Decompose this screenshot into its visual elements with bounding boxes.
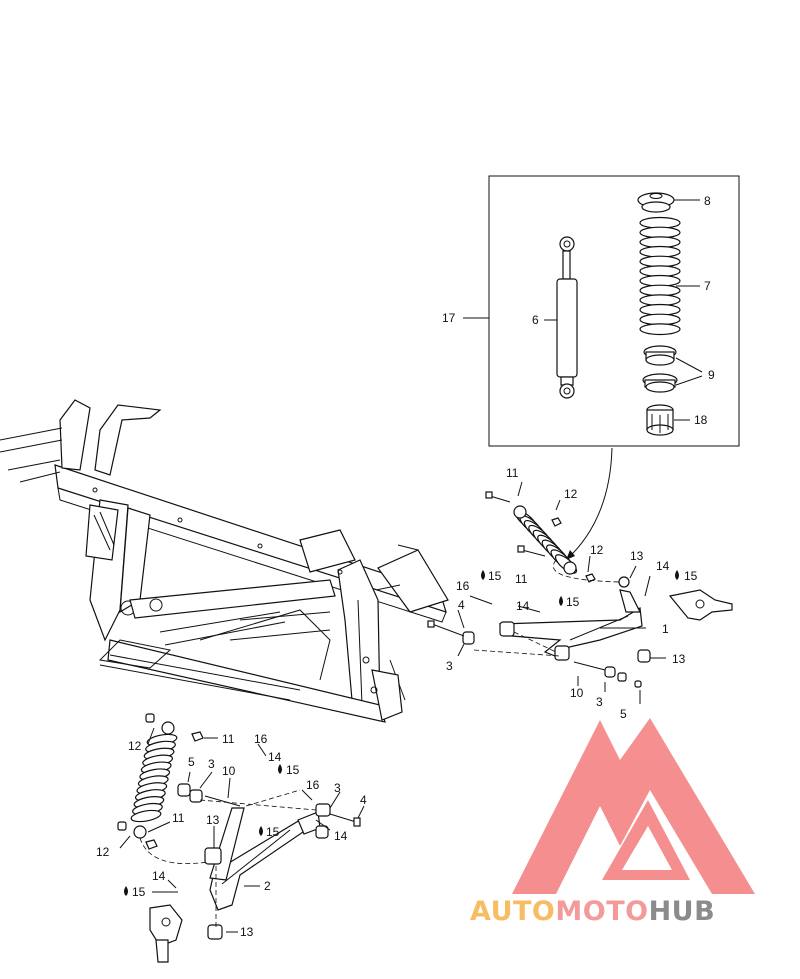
callout-13: 13 bbox=[672, 652, 686, 666]
callout-18: 18 bbox=[694, 413, 708, 427]
spring-coil bbox=[639, 226, 681, 239]
callout-12: 12 bbox=[590, 543, 604, 557]
spring-coil bbox=[639, 303, 681, 316]
vehicle-frame bbox=[0, 399, 449, 723]
callout-12: 12 bbox=[96, 845, 110, 859]
callout-15: 15 bbox=[566, 595, 580, 609]
callout-15: 15 bbox=[488, 569, 502, 583]
callout-14: 14 bbox=[334, 829, 348, 843]
callout-11: 11 bbox=[172, 811, 185, 825]
callout-13: 13 bbox=[630, 549, 644, 563]
shock-kit-box bbox=[463, 175, 740, 561]
spring-coil bbox=[639, 274, 681, 287]
spring-coil bbox=[130, 809, 162, 823]
callout-14: 14 bbox=[152, 869, 166, 883]
callout-14: 14 bbox=[656, 559, 670, 573]
callout-15: 15 bbox=[266, 825, 280, 839]
callout-3: 3 bbox=[446, 659, 453, 673]
callout-8: 8 bbox=[704, 194, 711, 208]
callout-12: 12 bbox=[564, 487, 578, 501]
droplet-icon bbox=[259, 826, 263, 836]
spring-coil bbox=[639, 284, 681, 297]
logo-text-auto: AUTO bbox=[470, 896, 555, 927]
shock-installed-left bbox=[130, 733, 178, 823]
callout-13: 13 bbox=[206, 813, 220, 827]
spring-coil bbox=[639, 236, 681, 249]
callout-11: 11 bbox=[222, 732, 235, 746]
spring-coil bbox=[639, 313, 681, 326]
callout-4: 4 bbox=[458, 598, 465, 612]
callout-17: 17 bbox=[442, 311, 456, 325]
right-suspension-assembly bbox=[427, 481, 733, 704]
spring-top-cap bbox=[637, 192, 675, 213]
callout-1: 1 bbox=[662, 622, 669, 636]
callout-11: 11 bbox=[506, 466, 519, 480]
lubricant-icons bbox=[124, 570, 679, 896]
spring-seats bbox=[642, 345, 678, 393]
callout-7: 7 bbox=[704, 279, 711, 293]
droplet-icon bbox=[675, 570, 679, 580]
callout-16: 16 bbox=[456, 579, 470, 593]
logo-text-hub: HUB bbox=[649, 896, 716, 927]
watermark-logo: AUTOMOTOHUB bbox=[470, 718, 755, 927]
svg-text:AUTOMOTOHUB: AUTOMOTOHUB bbox=[470, 896, 715, 927]
callout-14: 14 bbox=[516, 599, 530, 613]
callout-2: 2 bbox=[264, 879, 271, 893]
callout-10: 10 bbox=[222, 764, 236, 778]
spring-coil bbox=[639, 255, 681, 268]
callout-12: 12 bbox=[128, 739, 142, 753]
callout-6: 6 bbox=[532, 313, 539, 327]
droplet-icon bbox=[559, 596, 563, 606]
callout-9: 9 bbox=[708, 368, 715, 382]
callout-16: 16 bbox=[254, 732, 268, 746]
logo-inner-triangle-icon bbox=[602, 800, 690, 880]
callout-5: 5 bbox=[620, 707, 627, 721]
bump-stop bbox=[646, 404, 674, 436]
shock-absorber bbox=[556, 236, 578, 399]
callout-13: 13 bbox=[240, 925, 254, 939]
callout-labels: 17 6 8 7 9 18 11 12 12 11 13 14 15 15 16… bbox=[96, 194, 715, 939]
droplet-icon bbox=[481, 570, 485, 580]
callout-5: 5 bbox=[188, 755, 195, 769]
spring-coil bbox=[639, 265, 681, 278]
callout-15: 15 bbox=[132, 885, 146, 899]
spring-coil bbox=[639, 245, 681, 258]
droplet-icon bbox=[124, 886, 128, 896]
callout-11: 11 bbox=[515, 572, 528, 586]
callout-16: 16 bbox=[306, 778, 320, 792]
logo-triangle-icon bbox=[512, 718, 755, 894]
callout-10: 10 bbox=[570, 686, 584, 700]
spring-coil bbox=[639, 294, 681, 307]
logo-text-moto: MOTO bbox=[555, 896, 648, 927]
callout-4: 4 bbox=[360, 793, 367, 807]
callout-3: 3 bbox=[334, 781, 341, 795]
callout-3: 3 bbox=[208, 757, 215, 771]
spring-coil bbox=[639, 216, 681, 229]
droplet-icon bbox=[278, 764, 282, 774]
callout-15: 15 bbox=[286, 763, 300, 777]
callout-15: 15 bbox=[684, 569, 698, 583]
left-suspension-assembly bbox=[117, 713, 365, 963]
callout-14: 14 bbox=[268, 750, 282, 764]
spring-coil bbox=[639, 323, 681, 336]
coil-spring bbox=[639, 216, 681, 336]
callout-3: 3 bbox=[596, 695, 603, 709]
